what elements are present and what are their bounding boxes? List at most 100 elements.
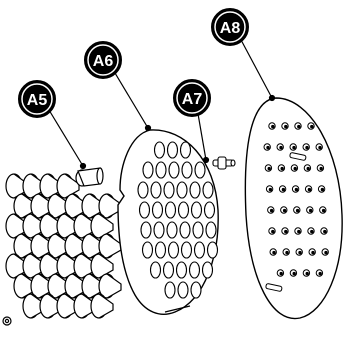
a6-hole bbox=[142, 161, 154, 179]
a8-hole bbox=[308, 248, 316, 256]
a5-single-cone bbox=[75, 167, 104, 187]
a6-hole bbox=[140, 221, 152, 239]
cone bbox=[22, 213, 46, 239]
a8-hole bbox=[304, 185, 313, 193]
a6-hole bbox=[190, 281, 202, 299]
a6-hole bbox=[162, 261, 175, 279]
a8-pin-lower bbox=[265, 283, 283, 292]
a8-hole bbox=[290, 164, 299, 172]
a8-hole bbox=[276, 269, 285, 277]
a8-hole-grid bbox=[263, 122, 329, 277]
a6-hole bbox=[153, 141, 166, 159]
a6-hole bbox=[180, 241, 193, 259]
cone bbox=[64, 193, 88, 219]
a8-hole bbox=[263, 143, 271, 151]
a6-hole bbox=[189, 181, 201, 199]
a6-hole bbox=[188, 261, 201, 279]
callout-a5: A5 bbox=[18, 80, 56, 118]
a6-hole bbox=[166, 141, 179, 159]
a6-hole bbox=[176, 181, 188, 199]
a7-pin bbox=[212, 156, 236, 170]
a8-hole bbox=[269, 248, 277, 256]
a8-hole bbox=[280, 206, 288, 214]
a6-hole bbox=[190, 201, 203, 219]
a8-hole bbox=[316, 164, 325, 172]
a6-hole bbox=[154, 241, 167, 259]
a8-hole bbox=[265, 185, 274, 193]
callout-a6-label: A6 bbox=[93, 53, 114, 70]
a8-pin-upper bbox=[289, 152, 307, 161]
a6-hole bbox=[181, 161, 193, 179]
a8-hole bbox=[268, 122, 276, 130]
a6-hole bbox=[150, 181, 162, 199]
a6-hole bbox=[164, 201, 177, 219]
washer-icon bbox=[2, 316, 12, 326]
callout-a5-label: A5 bbox=[27, 92, 48, 109]
cone bbox=[90, 213, 114, 239]
a6-hole bbox=[168, 161, 180, 179]
a6-hole bbox=[206, 241, 219, 259]
a6-hole-grid bbox=[137, 141, 219, 299]
a6-hole bbox=[166, 221, 178, 239]
a6-hole bbox=[179, 221, 191, 239]
leader-lines bbox=[48, 37, 276, 170]
a8-hole bbox=[282, 248, 290, 256]
callout-a7: A7 bbox=[173, 79, 211, 117]
a6-hole bbox=[194, 161, 206, 179]
a8-hole bbox=[291, 185, 300, 193]
a8-hole bbox=[302, 269, 311, 277]
a8-hole bbox=[293, 206, 301, 214]
a8-hole bbox=[267, 206, 275, 214]
cone bbox=[90, 293, 114, 319]
callout-a8: A8 bbox=[211, 8, 249, 46]
callout-a8-label: A8 bbox=[220, 20, 241, 37]
a6-hole bbox=[153, 221, 165, 239]
a8-hole bbox=[277, 164, 286, 172]
a8-hole bbox=[302, 143, 310, 151]
a6-hole bbox=[138, 201, 151, 219]
a8-hole bbox=[289, 269, 298, 277]
a6-hole bbox=[163, 181, 175, 199]
a6-hole bbox=[167, 241, 180, 259]
a6-hole bbox=[205, 221, 217, 239]
a6-hole bbox=[151, 201, 164, 219]
a6-hole bbox=[179, 141, 192, 159]
a6-hole bbox=[193, 241, 206, 259]
cone bbox=[90, 253, 114, 279]
a6-hole bbox=[155, 161, 167, 179]
a8-hole bbox=[294, 227, 302, 235]
a6-hole bbox=[137, 181, 149, 199]
a6-hole bbox=[164, 281, 176, 299]
a6-hole bbox=[141, 241, 154, 259]
a8-hole bbox=[294, 122, 302, 130]
a8-hole bbox=[315, 143, 323, 151]
callout-a6: A6 bbox=[84, 41, 122, 79]
a8-hole bbox=[306, 206, 314, 214]
a6-hole bbox=[175, 261, 188, 279]
a8-hole bbox=[307, 227, 315, 235]
a8-hole bbox=[315, 269, 324, 277]
a6-hole bbox=[177, 281, 189, 299]
a6-hole bbox=[201, 261, 214, 279]
a8-hole bbox=[289, 143, 297, 151]
a6-hole bbox=[149, 261, 162, 279]
a8-hole bbox=[319, 206, 327, 214]
a8-hole bbox=[295, 248, 303, 256]
a8-hole bbox=[320, 227, 328, 235]
a8-hole bbox=[317, 185, 326, 193]
a6-hole bbox=[192, 221, 204, 239]
a6-hole bbox=[202, 181, 214, 199]
a6-plate bbox=[117, 129, 219, 315]
a8-hole bbox=[276, 143, 284, 151]
a8-hole bbox=[281, 227, 289, 235]
a8-hole bbox=[278, 185, 287, 193]
cone bbox=[98, 233, 122, 259]
a8-hole bbox=[264, 164, 273, 172]
a8-plate bbox=[244, 97, 343, 320]
a8-hole bbox=[321, 248, 329, 256]
a8-hole bbox=[268, 227, 276, 235]
a5-cone-array bbox=[5, 173, 122, 319]
a8-hole bbox=[281, 122, 289, 130]
a8-hole bbox=[303, 164, 312, 172]
